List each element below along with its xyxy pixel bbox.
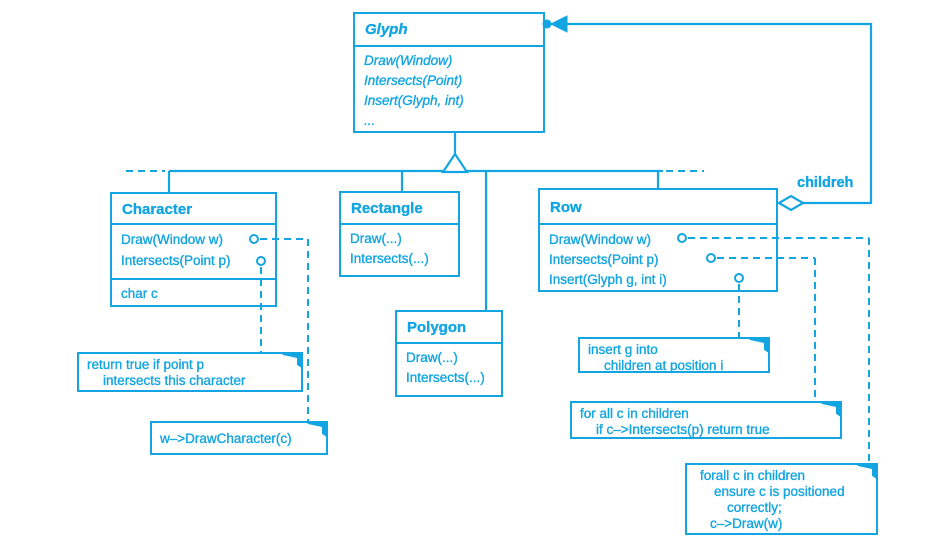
note-line: if c–>Intersects(p) return true (596, 422, 770, 437)
note-line: return true if point p (87, 357, 205, 372)
class-glyph: Glyph Draw(Window) Intersects(Point) Ins… (353, 12, 545, 133)
class-row-methods: Draw(Window w) Intersects(Point p) Inser… (540, 225, 776, 290)
class-rectangle-methods: Draw(...) Intersects(...) (341, 225, 458, 269)
note-line: correctly; (727, 500, 782, 515)
class-row-header: Row (540, 190, 776, 225)
class-polygon-header: Polygon (397, 312, 501, 344)
method-label: Draw(Window) (364, 53, 453, 68)
method-label: Intersects(Point p) (549, 252, 659, 267)
method-label: Draw(...) (350, 231, 402, 246)
note-fold-icon (818, 401, 842, 418)
class-rectangle: Rectangle Draw(...) Intersects(...) (339, 191, 460, 277)
method-label: Draw(Window w) (549, 232, 652, 247)
note-line: w–>DrawCharacter(c) (160, 431, 292, 446)
note-line: children at position i (604, 358, 724, 373)
class-character-name: Character (112, 194, 275, 225)
note-insert-g: insert g into children at position i (578, 337, 770, 373)
note-draw-character: w–>DrawCharacter(c) (150, 421, 328, 455)
class-glyph-name: Glyph (355, 14, 543, 47)
class-character: Character Draw(Window w) Intersects(Poin… (110, 192, 277, 307)
class-character-attributes: char c (112, 278, 275, 307)
method-label: Intersects(Point) (364, 73, 463, 88)
class-glyph-header: Glyph (355, 14, 543, 47)
note-fold-icon (304, 421, 328, 438)
note-fold-icon (854, 463, 878, 480)
note-intersects-children: for all c in children if c–>Intersects(p… (570, 401, 842, 439)
method-label: ... (364, 113, 376, 128)
class-character-methods: Draw(Window w) Intersects(Point p) (112, 225, 275, 271)
note-line: intersects this character (103, 373, 246, 388)
class-glyph-methods: Draw(Window) Intersects(Point) Insert(Gl… (355, 47, 543, 131)
method-label: Intersects(Point p) (121, 253, 231, 268)
class-polygon-name: Polygon (397, 312, 501, 344)
method-label: Intersects(...) (350, 251, 429, 266)
method-label: Insert(Glyph g, int i) (549, 272, 667, 287)
method-label: Intersects(...) (406, 370, 485, 385)
class-character-header: Character (112, 194, 275, 225)
children-association-label: childreh (797, 175, 854, 191)
note-fold-icon (279, 352, 303, 369)
note-line: forall c in children (700, 468, 806, 483)
method-label: Draw(Window w) (121, 232, 224, 247)
class-polygon: Polygon Draw(...) Intersects(...) (395, 310, 503, 397)
class-row: Row Draw(Window w) Intersects(Point p) I… (538, 188, 778, 292)
class-polygon-methods: Draw(...) Intersects(...) (397, 344, 501, 388)
note-draw-children: forall c in children ensure c is positio… (685, 463, 878, 535)
class-rectangle-name: Rectangle (341, 193, 458, 225)
note-fold-icon (746, 337, 770, 354)
note-intersects-character: return true if point p intersects this c… (77, 352, 303, 392)
inheritance-triangle-icon (440, 152, 470, 174)
class-rectangle-header: Rectangle (341, 193, 458, 225)
note-line: insert g into (588, 342, 658, 357)
arrowhead-icon (549, 15, 568, 33)
note-line: for all c in children (580, 406, 689, 421)
class-row-name: Row (540, 190, 776, 225)
method-label: Insert(Glyph, int) (364, 93, 464, 108)
note-line: ensure c is positioned (714, 484, 845, 499)
note-line: c–>Draw(w) (710, 516, 783, 531)
method-label: Draw(...) (406, 350, 458, 365)
attribute-label: char c (121, 286, 158, 301)
aggregation-diamond-icon (776, 194, 806, 212)
